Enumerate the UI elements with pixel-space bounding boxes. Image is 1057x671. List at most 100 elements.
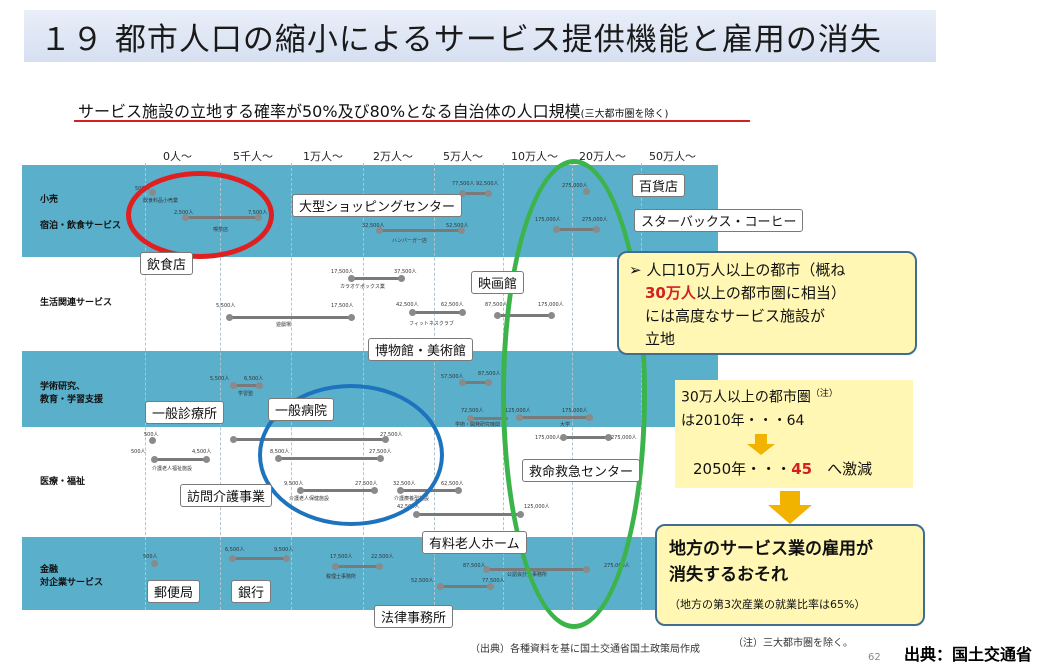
insight-box-3: 地方のサービス業の雇用が 消失するおそれ （地方の第3次産業の就業比率は65%）: [655, 524, 925, 626]
range-dot: [151, 456, 158, 463]
range-dot: [494, 312, 501, 319]
value-label: 52,500人: [446, 223, 469, 229]
value-label: 57,500人: [441, 374, 464, 380]
insight-box-1: ➢ 人口10万人以上の都市（概ね 30万人以上の都市圏に相当） には高度なサービ…: [617, 251, 917, 355]
subtitle-text: サービス施設の立地する確率が50%及び80%となる自治体の人口規模: [78, 102, 581, 121]
value-label: 6,500人: [225, 547, 245, 553]
value-label: 17,500人: [331, 269, 354, 275]
callout-dept-store: 百貨店: [632, 174, 686, 197]
range-dot: [149, 437, 156, 444]
value-label: 62,500人: [441, 302, 464, 308]
callout-nursing-home: 有料老人ホーム: [422, 531, 527, 554]
facility-label: 学術・開発研究機関: [455, 422, 501, 428]
value-label: 5,500人: [210, 376, 230, 382]
range-dot: [409, 309, 416, 316]
range-bar-museum: [462, 381, 488, 384]
range-bar-bank: [232, 557, 286, 560]
callout-home-care: 訪問介護事業: [180, 484, 273, 507]
range-dot: [230, 436, 237, 443]
grid-line: [291, 163, 292, 610]
header-10000: 1万人～: [303, 150, 343, 163]
value-label: 42,500人: [396, 302, 419, 308]
range-dot: [226, 314, 233, 321]
value-label: 72,500人: [461, 408, 484, 414]
callout-post-office: 郵便局: [147, 580, 201, 603]
header-5000: 5千人～: [233, 150, 273, 163]
grid-line: [145, 163, 146, 610]
value-label: 500人: [144, 432, 159, 438]
range-dot: [283, 555, 290, 562]
callout-museum: 博物館・美術館: [368, 338, 474, 361]
header-500000: 50万人～: [649, 150, 696, 163]
callout-bank: 銀行: [231, 580, 272, 603]
category-academic: 学術研究、 教育・学習支援: [40, 382, 104, 405]
facility-label: 遊戯場: [276, 322, 292, 328]
range-bar-nursing-home: [416, 513, 520, 516]
green-circle: [501, 159, 647, 629]
page-title: １９ 都市人口の縮小によるサービス提供機能と雇用の消失: [40, 22, 882, 58]
range-bar-school: [233, 384, 259, 387]
range-dot: [485, 379, 492, 386]
value-label: 32,500人: [362, 223, 385, 229]
range-dot: [376, 227, 383, 234]
insight-box-1-text: ➢ 人口10万人以上の都市（概ね 30万人以上の都市圏に相当） には高度なサービ…: [629, 259, 846, 351]
category-retail: 小売: [40, 195, 59, 205]
range-dot: [348, 314, 355, 321]
footnote: （注）三大都市圏を除く。: [733, 638, 853, 649]
range-bar-law-office: [440, 585, 490, 588]
range-dot: [203, 456, 210, 463]
value-label: 87,500人: [463, 563, 486, 569]
box1-line4: 立地: [645, 330, 676, 348]
box1-line3: には高度なサービス施設が: [645, 307, 826, 325]
range-dot: [483, 566, 490, 573]
page-number: 62: [868, 652, 881, 663]
range-bar-recreation: [229, 316, 351, 319]
insight-box-2: 30万人以上の都市圏（注） は2010年・・・64 2050年・・・45 へ激減: [675, 380, 913, 488]
arrow-shape: [747, 434, 775, 455]
callout-law-office: 法律事務所: [374, 605, 454, 628]
range-bar-fitness: [412, 311, 462, 314]
source-note: （出典）各種資料を基に国土交通省国土政策局作成: [470, 644, 700, 655]
red-circle: [126, 171, 274, 259]
box3-line2: 消失するおそれ: [669, 565, 788, 585]
callout-starbucks: スターバックス・コーヒー: [634, 209, 804, 232]
callout-cinema: 映画館: [471, 271, 525, 294]
range-bar-research: [470, 417, 508, 420]
value-label: 17,500人: [330, 554, 353, 560]
facility-label: 介護老人福祉施設: [152, 466, 193, 472]
box1-line2: 30万人以上の都市圏に相当）: [629, 282, 846, 305]
header-20000: 2万人～: [373, 150, 413, 163]
value-label: 37,500人: [394, 269, 417, 275]
callout-shopping: 大型ショッピングセンター: [292, 194, 463, 217]
value-label: 6,500人: [244, 376, 264, 382]
range-dot: [151, 560, 158, 567]
callout-emergency: 救命救急センター: [522, 459, 641, 482]
category-living: 生活関連サービス: [40, 298, 113, 308]
range-bar-tax-office: [335, 565, 379, 568]
box1-highlight: 30万人: [645, 284, 696, 302]
header-200000: 20万人～: [579, 150, 626, 163]
box2-note-mark: （注）: [810, 389, 838, 399]
arrow-down-small-icon: [747, 434, 775, 455]
category-finance: 金融 対企業サービス: [40, 565, 104, 588]
value-label: 22,500人: [371, 554, 394, 560]
facility-label: カラオケボックス業: [340, 284, 385, 290]
range-dot: [230, 382, 237, 389]
value-label: 500人: [143, 554, 158, 560]
range-bar-elderly-facility: [154, 458, 206, 461]
range-dot: [229, 555, 236, 562]
box2-highlight: 45: [791, 460, 813, 478]
value-label: 4,500人: [192, 449, 212, 455]
range-dot: [455, 487, 462, 494]
range-dot: [459, 190, 466, 197]
category-medical: 医療・福祉: [40, 477, 86, 487]
range-dot: [485, 190, 492, 197]
value-label: 5,500人: [216, 303, 236, 309]
range-dot: [459, 309, 466, 316]
facility-label: 学習塾: [238, 391, 254, 397]
callout-clinic: 一般診療所: [145, 401, 225, 424]
header-0: 0人～: [163, 150, 192, 163]
category-lodging: 宿泊・飲食サービス: [40, 221, 122, 231]
value-label: 92,500人: [476, 181, 499, 187]
title-bar: [24, 10, 936, 62]
